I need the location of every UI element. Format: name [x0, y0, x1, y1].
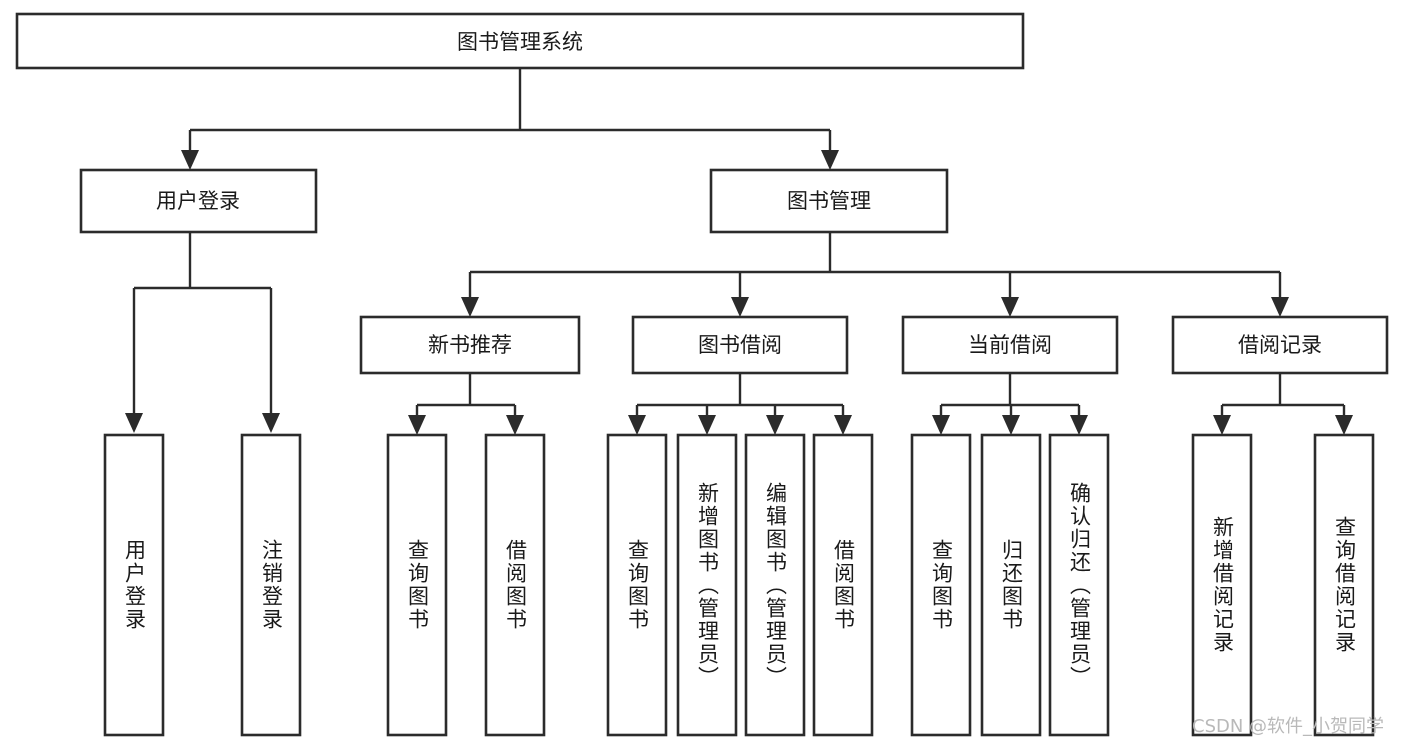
node-box-current-return[interactable]: [980, 433, 1042, 737]
arrowhead-records-query: [1335, 415, 1353, 435]
node-box-newbook-query[interactable]: [386, 433, 448, 737]
edge-group-borrow: [628, 373, 852, 435]
node-label-records: 借阅记录: [1238, 333, 1322, 357]
arrowhead-current-query: [932, 415, 950, 435]
node-box-newbook[interactable]: [359, 315, 581, 375]
arrowhead-login: [181, 150, 199, 170]
node-box-borrow-query[interactable]: [606, 433, 668, 737]
node-box-borrow[interactable]: [631, 315, 849, 375]
node-box-root[interactable]: [15, 12, 1025, 70]
csdn-watermark: CSDN @软件_小贺同学: [1192, 716, 1385, 737]
node-label-borrow: 图书借阅: [698, 333, 782, 357]
arrowhead-login-user: [125, 413, 143, 433]
arrowhead-newbook-query: [408, 415, 426, 435]
edge-group-current: [932, 373, 1088, 435]
node-label-bookmgmt: 图书管理: [787, 189, 871, 213]
node-box-records-add[interactable]: [1191, 433, 1253, 737]
node-box-borrow-lend[interactable]: [812, 433, 874, 737]
node-label-current: 当前借阅: [968, 333, 1052, 357]
edge-group-bookmgmt: [461, 232, 1289, 317]
arrowhead-borrow: [731, 297, 749, 317]
arrowhead-current-confirm: [1070, 415, 1088, 435]
node-box-bookmgmt[interactable]: [709, 168, 949, 234]
node-box-records-query[interactable]: [1313, 433, 1375, 737]
node-label-root: 图书管理系统: [457, 30, 583, 54]
edge-group-records: [1213, 373, 1353, 435]
arrowhead-login-logout: [262, 413, 280, 433]
node-box-current-query[interactable]: [910, 433, 972, 737]
node-box-newbook-borrow[interactable]: [484, 433, 546, 737]
arrowhead-borrow-edit: [766, 415, 784, 435]
arrowhead-newbook: [461, 297, 479, 317]
arrowhead-newbook-borrow: [506, 415, 524, 435]
edge-group-newbook: [408, 373, 524, 435]
edge-group-login: [125, 232, 280, 433]
node-box-borrow-add[interactable]: [676, 433, 738, 737]
arrowhead-borrow-add: [698, 415, 716, 435]
arrowhead-current-return: [1002, 415, 1020, 435]
arrowhead-current: [1001, 297, 1019, 317]
node-box-current-confirm[interactable]: [1048, 433, 1110, 737]
edge-group-root: [181, 68, 839, 170]
node-label-newbook: 新书推荐: [428, 333, 512, 357]
arrowhead-records: [1271, 297, 1289, 317]
node-box-login[interactable]: [79, 168, 318, 234]
arrowhead-borrow-query: [628, 415, 646, 435]
arrowhead-bookmgmt: [821, 150, 839, 170]
arrowhead-borrow-lend: [834, 415, 852, 435]
node-box-current[interactable]: [901, 315, 1119, 375]
node-box-borrow-edit[interactable]: [744, 433, 806, 737]
node-box-records[interactable]: [1171, 315, 1389, 375]
node-label-login: 用户登录: [156, 189, 240, 213]
node-box-login-logout[interactable]: [240, 433, 302, 737]
node-box-login-user[interactable]: [103, 433, 165, 737]
arrowhead-records-add: [1213, 415, 1231, 435]
